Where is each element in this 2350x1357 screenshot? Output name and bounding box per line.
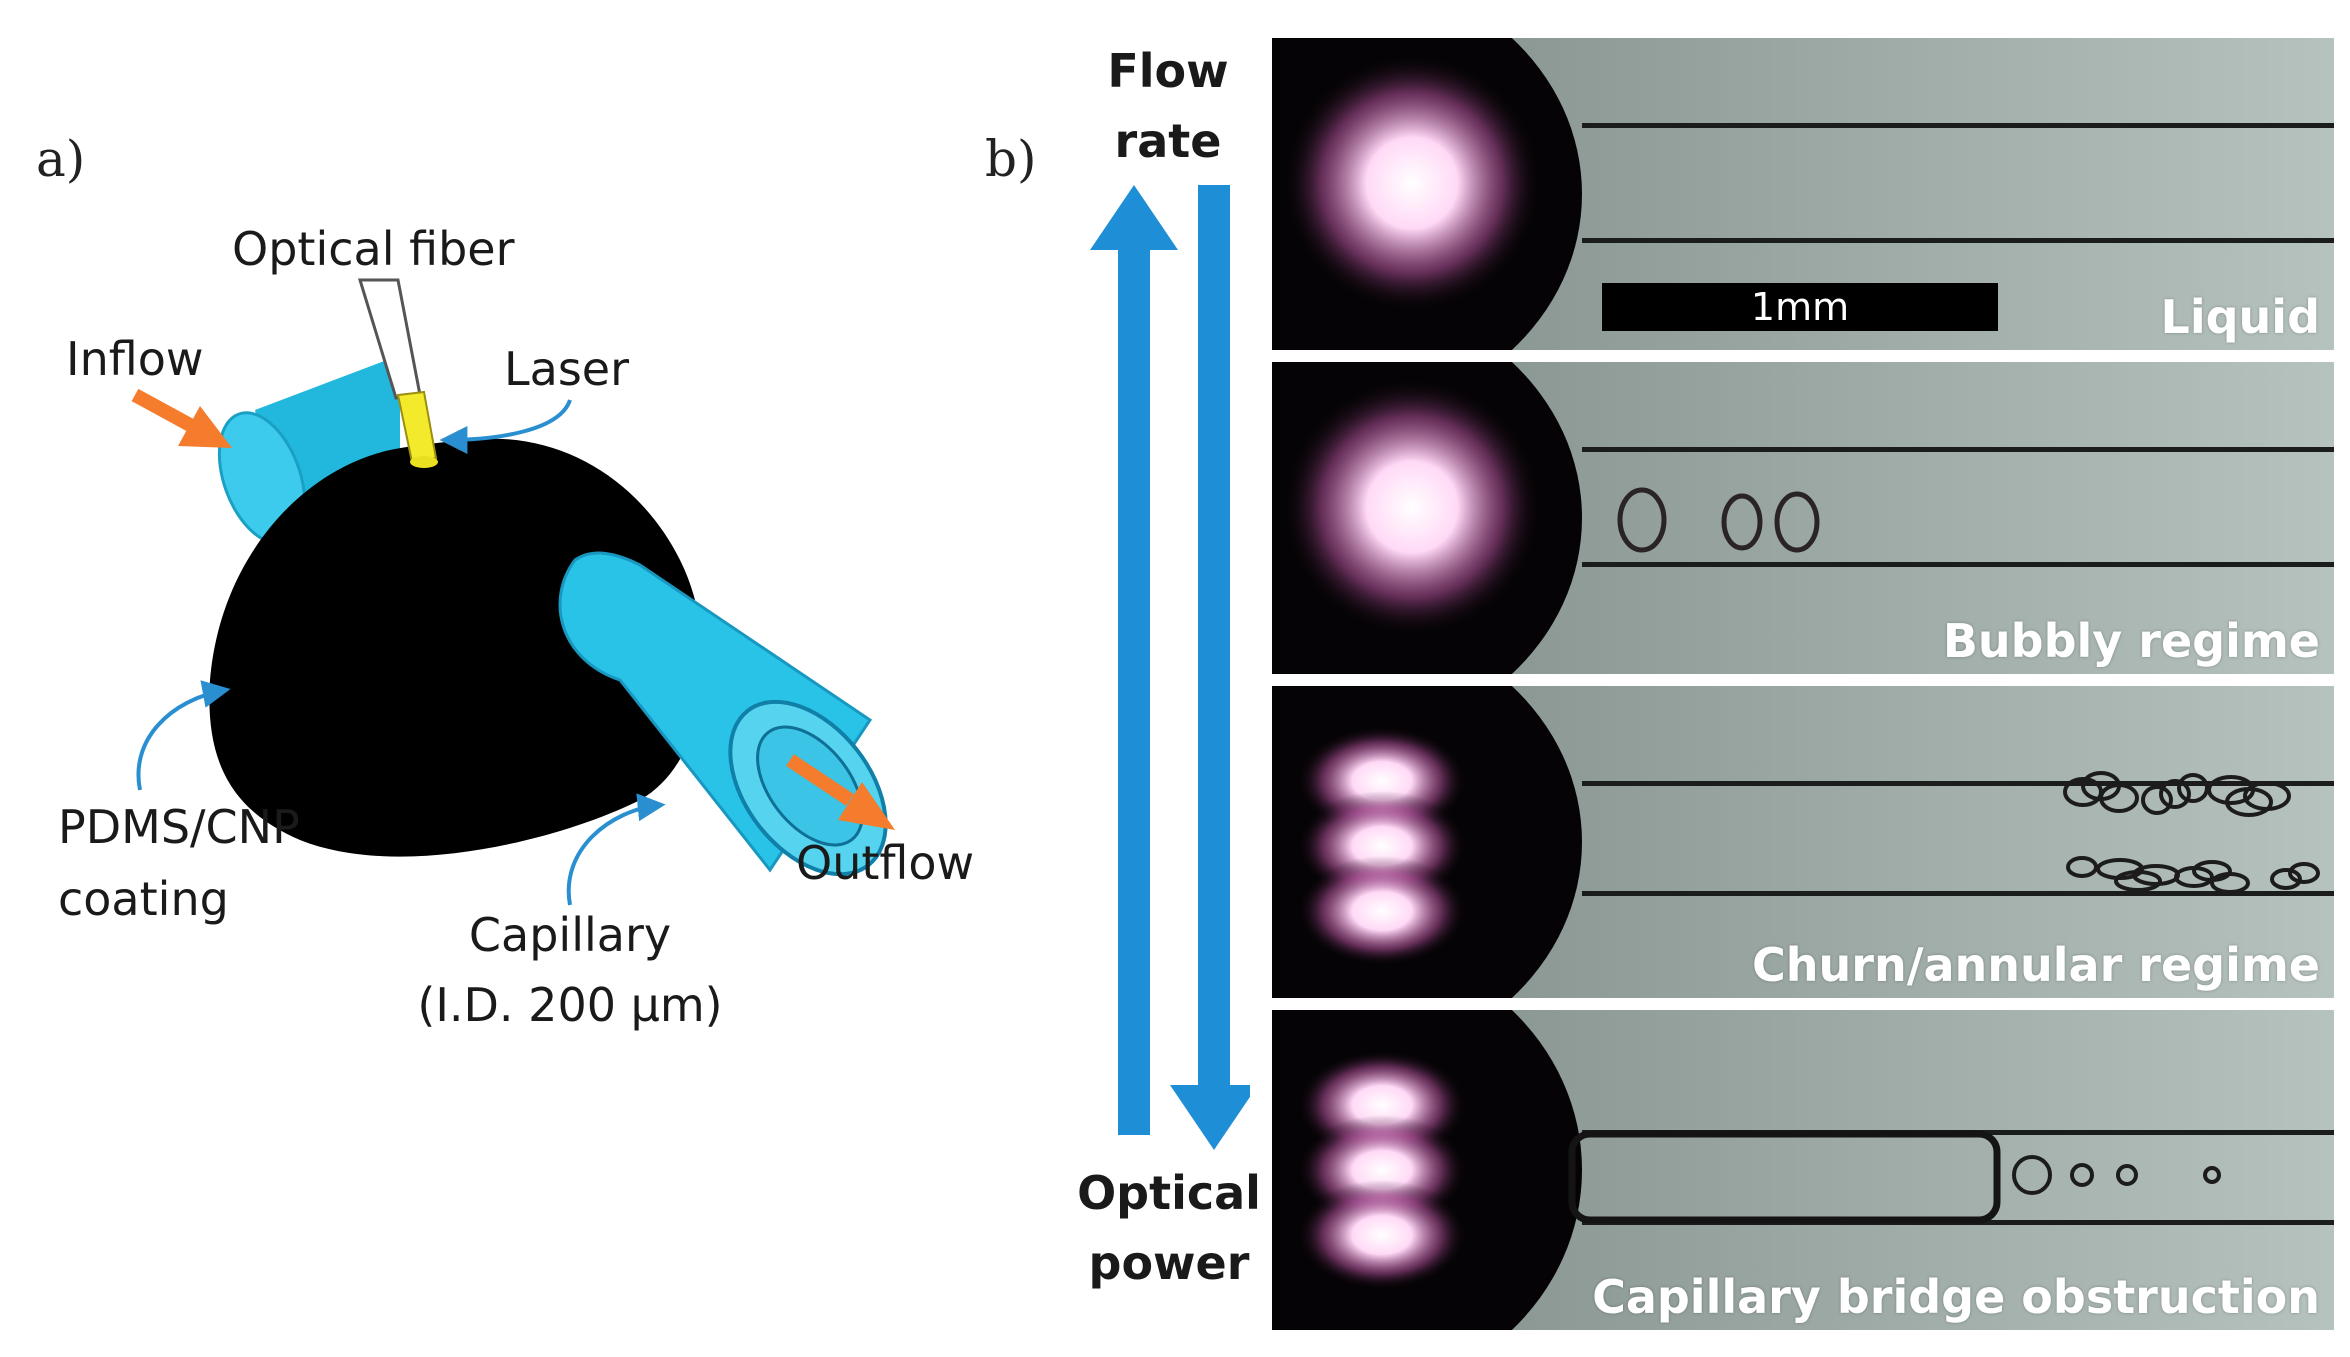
flow-rate-label-line2: rate: [1114, 114, 1222, 168]
frame-bubbly-label: Bubbly regime: [1942, 614, 2320, 668]
gas-pocket: [2159, 779, 2191, 809]
optical-power-label-line2: power: [1088, 1236, 1250, 1290]
scale-bar: 1mm: [1602, 283, 1998, 331]
panel-b-letter: b): [985, 130, 1037, 188]
frame-bridge-label: Capillary bridge obstruction: [1592, 1270, 2320, 1324]
frame-bubbly-image: [1272, 362, 2334, 674]
flow-rate-label-line1: Flow: [1107, 44, 1229, 98]
frame-liquid-label: Liquid: [2160, 290, 2320, 344]
capillary-label-line2: (I.D. 200 µm): [417, 978, 723, 1032]
device-schematic: [131, 278, 895, 906]
outflow-label: Outflow: [796, 836, 975, 890]
frame-bubbly: Bubbly regime: [1272, 362, 2334, 674]
flow-rate-up-arrow: [1090, 185, 1178, 1135]
capillary-wall-bottom: [1582, 562, 2334, 567]
gas-pocket: [2081, 771, 2121, 801]
optical-fiber: [357, 278, 438, 468]
capillary-label-line1: Capillary: [468, 908, 672, 962]
inflow-label: Inflow: [66, 332, 204, 386]
frame-churn-label: Churn/annular regime: [1752, 938, 2320, 992]
gas-pocket: [2207, 775, 2255, 805]
gas-pocket: [2063, 777, 2103, 807]
optical-power-down-arrow: [1170, 185, 1250, 1150]
laser-glow: [1297, 856, 1467, 966]
coating-label-line1: PDMS/CNP: [58, 800, 300, 854]
capillary-wall-bottom: [1582, 238, 2334, 243]
gas-pocket: [2096, 858, 2144, 880]
frame-churn: Churn/annular regime: [1272, 686, 2334, 998]
elongated-bubble: [1568, 1130, 2001, 1224]
coating-blob: [209, 438, 704, 857]
outflow-capillary: [558, 551, 888, 877]
coating-pointer: [136, 680, 231, 791]
optical-power-label-line1: Optical: [1077, 1166, 1261, 1220]
inflow-arrow: [131, 388, 232, 448]
frame-churn-image: [1272, 686, 2334, 998]
bubble: [1721, 493, 1763, 551]
frame-bridge-image: [1272, 1010, 2334, 1330]
gas-pocket: [2066, 856, 2098, 878]
laser-glow: [1297, 1180, 1467, 1290]
gas-pocket: [2270, 868, 2302, 890]
laser-pointer: [439, 399, 572, 454]
optical-fiber-label: Optical fiber: [232, 222, 515, 276]
bubble: [1774, 491, 1820, 553]
gas-pocket: [2174, 866, 2214, 888]
capillary-pointer: [566, 793, 666, 906]
laser-glow: [1282, 377, 1542, 637]
frame-bridge: Capillary bridge obstruction: [1272, 1010, 2334, 1330]
frame-liquid: 1mm Liquid: [1272, 38, 2334, 350]
laser-glow: [1282, 53, 1542, 313]
bubble: [2116, 1164, 2138, 1186]
gas-pocket: [2177, 773, 2209, 803]
bubble: [2203, 1166, 2221, 1184]
bubble: [2012, 1155, 2052, 1195]
capillary-wall-top: [1582, 781, 2334, 786]
panel-a-letter: a): [36, 130, 86, 188]
axis-arrows: [1090, 185, 1250, 1150]
gas-pocket: [2288, 862, 2320, 884]
capillary-wall-bottom: [1582, 891, 2334, 896]
laser-label: Laser: [504, 342, 629, 396]
capillary-wall-top: [1582, 447, 2334, 452]
capillary-wall-top: [1582, 123, 2334, 128]
gas-pocket: [2141, 785, 2173, 815]
outflow-arrow: [786, 754, 895, 830]
bubble: [1617, 487, 1667, 553]
coating-label-line2: coating: [58, 872, 229, 926]
bubble: [2070, 1163, 2094, 1187]
